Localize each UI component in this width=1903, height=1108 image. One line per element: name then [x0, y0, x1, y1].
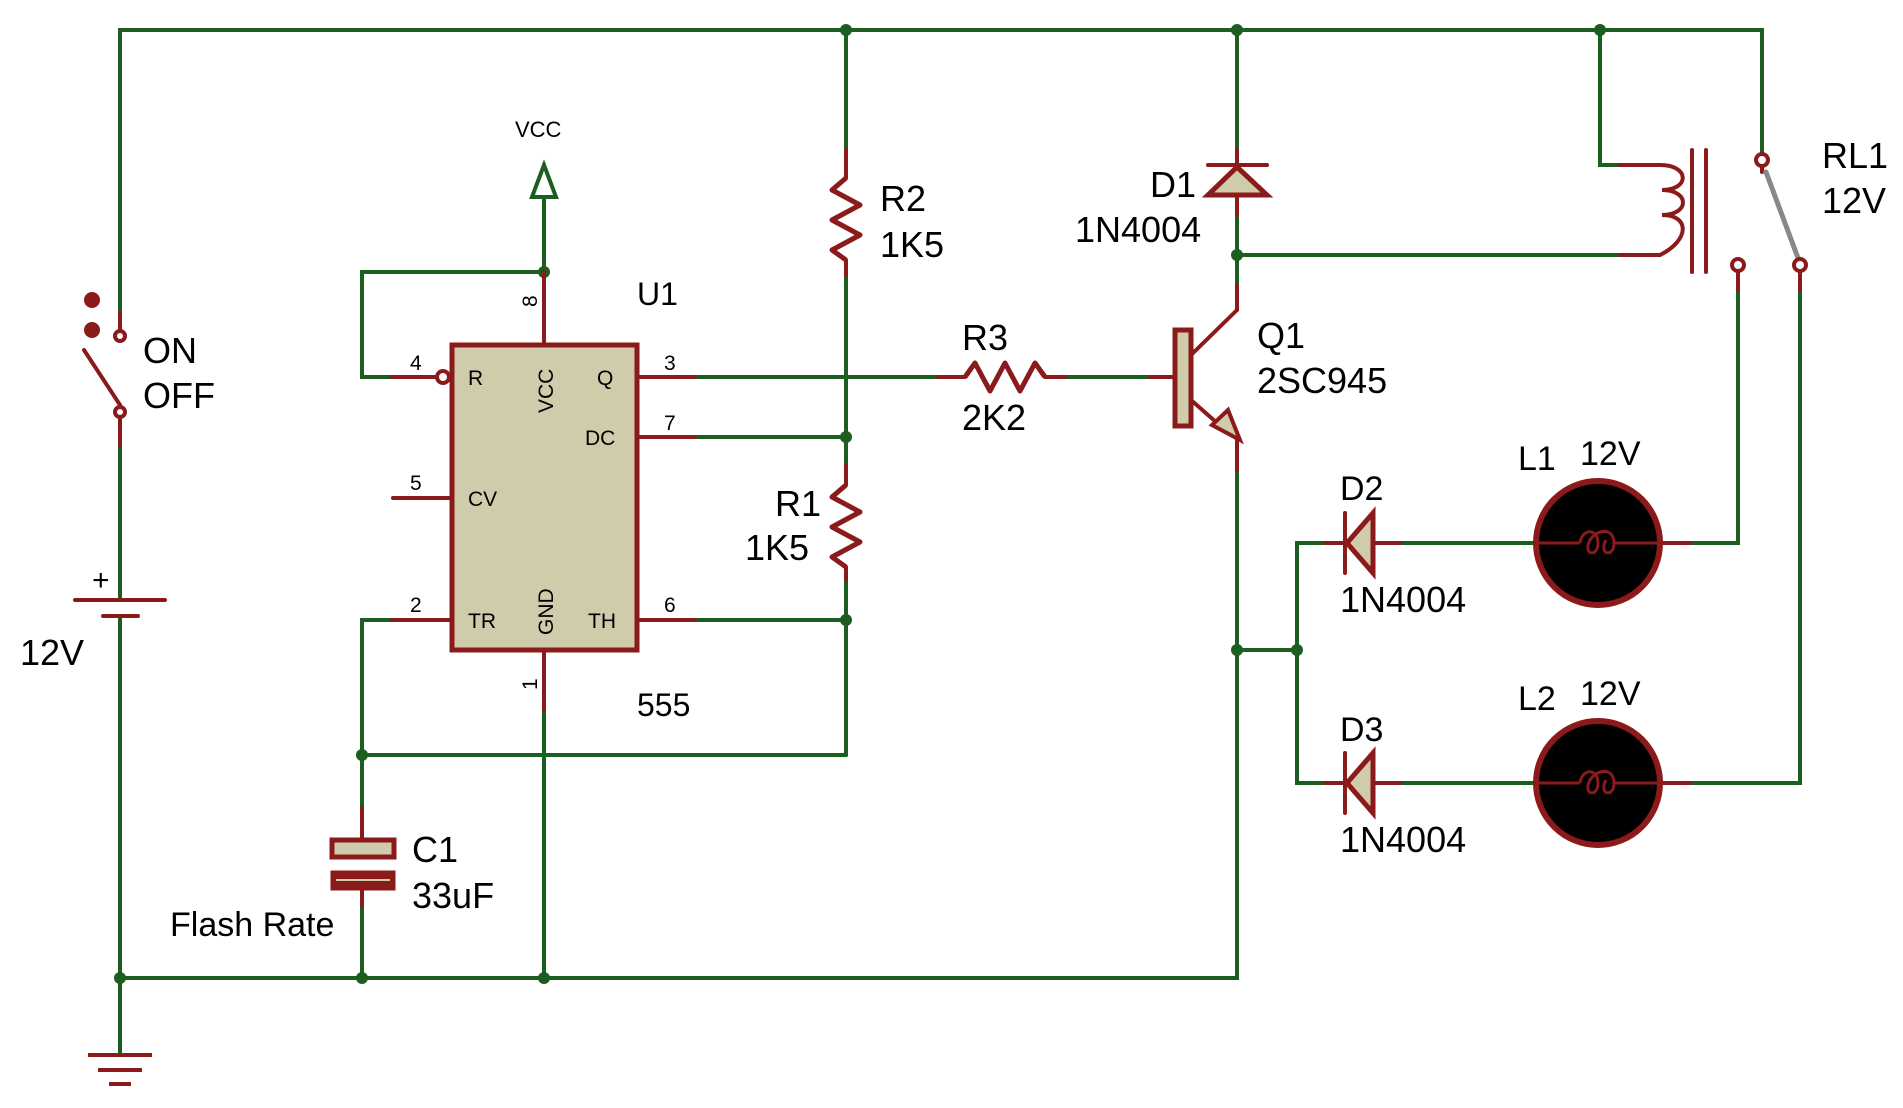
junction-dot — [840, 431, 852, 443]
wire-l2-relay — [1688, 273, 1802, 785]
r2-ref-label: R2 — [880, 178, 926, 219]
switch-off-label: OFF — [143, 375, 215, 416]
switch-handle-icon[interactable] — [84, 292, 100, 308]
d2-value-label: 1N4004 — [1340, 579, 1466, 620]
r3-value-label: 2K2 — [962, 397, 1026, 438]
junctions — [114, 24, 1606, 984]
d1-ref-label: D1 — [1150, 164, 1196, 205]
pin-label-q: Q — [597, 367, 613, 390]
resistor-r2: R2 1K5 — [829, 148, 944, 277]
pin-label-gnd: GND — [535, 588, 558, 635]
c1-ref-label: C1 — [412, 829, 458, 870]
junction-dot — [538, 972, 550, 984]
r1-value-label: 1K5 — [745, 527, 809, 568]
pin-number-3: 3 — [664, 352, 676, 375]
diode-d2: D2 1N4004 — [1323, 470, 1466, 620]
pin-label-tr: TR — [468, 610, 496, 633]
d2-ref-label: D2 — [1340, 470, 1383, 508]
r1-ref-label: R1 — [775, 483, 821, 524]
relay-rl1: RL1 12V — [1618, 135, 1888, 292]
pin-label-vcc: VCC — [535, 369, 558, 413]
pin-label-cv: CV — [468, 488, 497, 511]
pin-number-7: 7 — [664, 412, 676, 435]
ic-ref-label: U1 — [637, 276, 678, 312]
wire-diode-branch — [1235, 541, 1327, 652]
c1-note-label: Flash Rate — [170, 906, 334, 944]
switch-handle-icon[interactable] — [84, 322, 100, 338]
l2-value-label: 12V — [1580, 675, 1641, 713]
resistor-r3: R3 2K2 — [936, 317, 1067, 438]
junction-dot — [1291, 644, 1303, 656]
battery: + 12V — [20, 564, 167, 673]
q1-ref-label: Q1 — [1257, 315, 1305, 356]
pin-number-8: 8 — [519, 295, 542, 307]
wires — [118, 28, 1802, 1054]
wire-trigger — [360, 618, 394, 835]
junction-dot — [356, 749, 368, 761]
junction-dot — [840, 24, 852, 36]
r3-ref-label: R3 — [962, 317, 1008, 358]
d1-value-label: 1N4004 — [1075, 209, 1201, 250]
junction-dot — [1594, 24, 1606, 36]
junction-dot — [114, 972, 126, 984]
resistor-r1: R1 1K5 — [745, 463, 863, 582]
diode-d3: D3 1N4004 — [1323, 711, 1466, 860]
battery-voltage-label: 12V — [20, 632, 84, 673]
rl1-value-label: 12V — [1822, 180, 1886, 221]
lamp-l1: L1 12V — [1518, 435, 1692, 608]
pin-label-th: TH — [588, 610, 616, 633]
ground-symbol — [88, 1053, 152, 1086]
junction-dot — [1231, 249, 1243, 261]
capacitor-c1: C1 33uF Flash Rate — [170, 806, 494, 944]
pin-label-dc: DC — [585, 427, 615, 450]
pin-number-5: 5 — [410, 472, 422, 495]
ic-value-label: 555 — [637, 687, 690, 723]
junction-dot — [840, 614, 852, 626]
d3-value-label: 1N4004 — [1340, 819, 1466, 860]
power-switch[interactable]: ON OFF — [82, 292, 215, 447]
transistor-q1: Q1 2SC945 — [1148, 283, 1387, 472]
r2-value-label: 1K5 — [880, 224, 944, 265]
junction-dot — [356, 972, 368, 984]
junction-dot — [1231, 644, 1243, 656]
l2-ref-label: L2 — [1518, 680, 1556, 718]
d3-ref-label: D3 — [1340, 711, 1383, 749]
lamp-l2: L2 12V — [1518, 675, 1692, 848]
pin-number-1: 1 — [519, 678, 542, 690]
ic-555: R Q DC CV TR TH VCC GND 4 5 2 3 7 6 8 1 … — [390, 270, 697, 723]
wire-coil-top — [1598, 28, 1622, 167]
pin-number-6: 6 — [664, 594, 676, 617]
pin-number-2: 2 — [410, 594, 422, 617]
wire-diode-branch-2 — [1295, 648, 1327, 785]
pin-number-4: 4 — [410, 352, 422, 375]
pin-label-r: R — [468, 367, 483, 390]
battery-plus-label: + — [92, 564, 110, 597]
q1-value-label: 2SC945 — [1257, 360, 1387, 401]
vcc-terminal: VCC — [515, 117, 562, 199]
diode-d1: D1 1N4004 — [1075, 148, 1274, 250]
wire-reset-loop — [360, 270, 546, 379]
wire-top-rail — [118, 28, 1764, 332]
l1-ref-label: L1 — [1518, 440, 1556, 478]
c1-value-label: 33uF — [412, 875, 494, 916]
junction-dot — [1231, 24, 1243, 36]
wire-l1-relay — [1688, 273, 1740, 545]
wire-ground-rail — [118, 438, 1239, 980]
switch-on-label: ON — [143, 330, 197, 371]
rl1-ref-label: RL1 — [1822, 135, 1888, 176]
vcc-label: VCC — [515, 117, 562, 142]
l1-value-label: 12V — [1580, 435, 1641, 473]
